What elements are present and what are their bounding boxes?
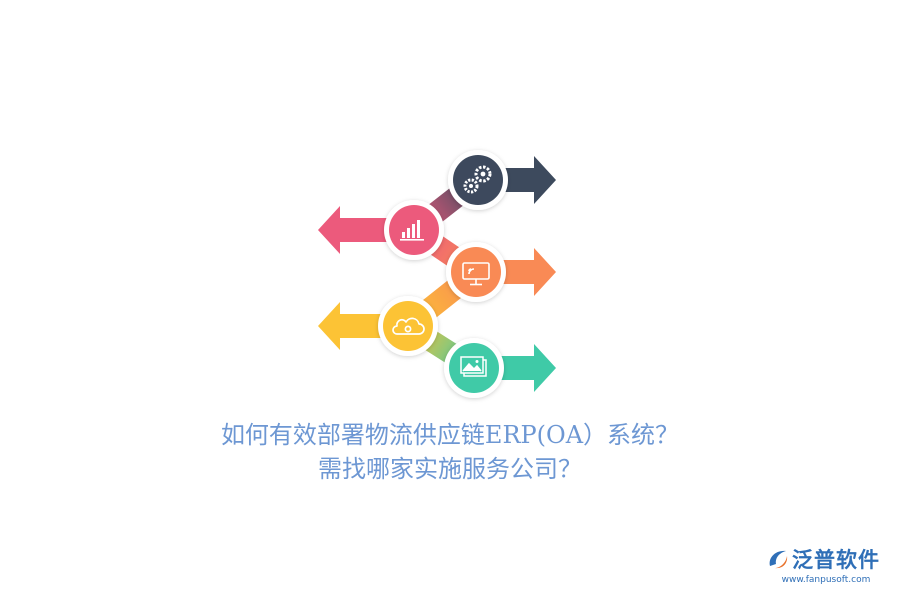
image-icon (460, 356, 487, 377)
headline-line-2: 需找哪家实施服务公司？ (318, 455, 582, 483)
headline-line-1: 如何有效部署物流供应链ERP(OA）系统？ (220, 421, 680, 449)
step-node-1 (448, 150, 508, 210)
brand-name: 泛普软件 (792, 548, 880, 572)
step-node-3 (446, 242, 506, 302)
headline: 如何有效部署物流供应链ERP(OA）系统？ 需找哪家实施服务公司？ (0, 418, 900, 486)
gears-icon (463, 165, 492, 194)
cloud-icon (392, 317, 425, 335)
monitor-icon (462, 262, 490, 286)
bar-chart-icon (400, 220, 424, 241)
brand-mark-icon (769, 550, 788, 569)
brand-url: www.fanpusoft.com (781, 575, 871, 585)
brand-logo[interactable]: 泛普软件 www.fanpusoft.com (766, 544, 886, 592)
